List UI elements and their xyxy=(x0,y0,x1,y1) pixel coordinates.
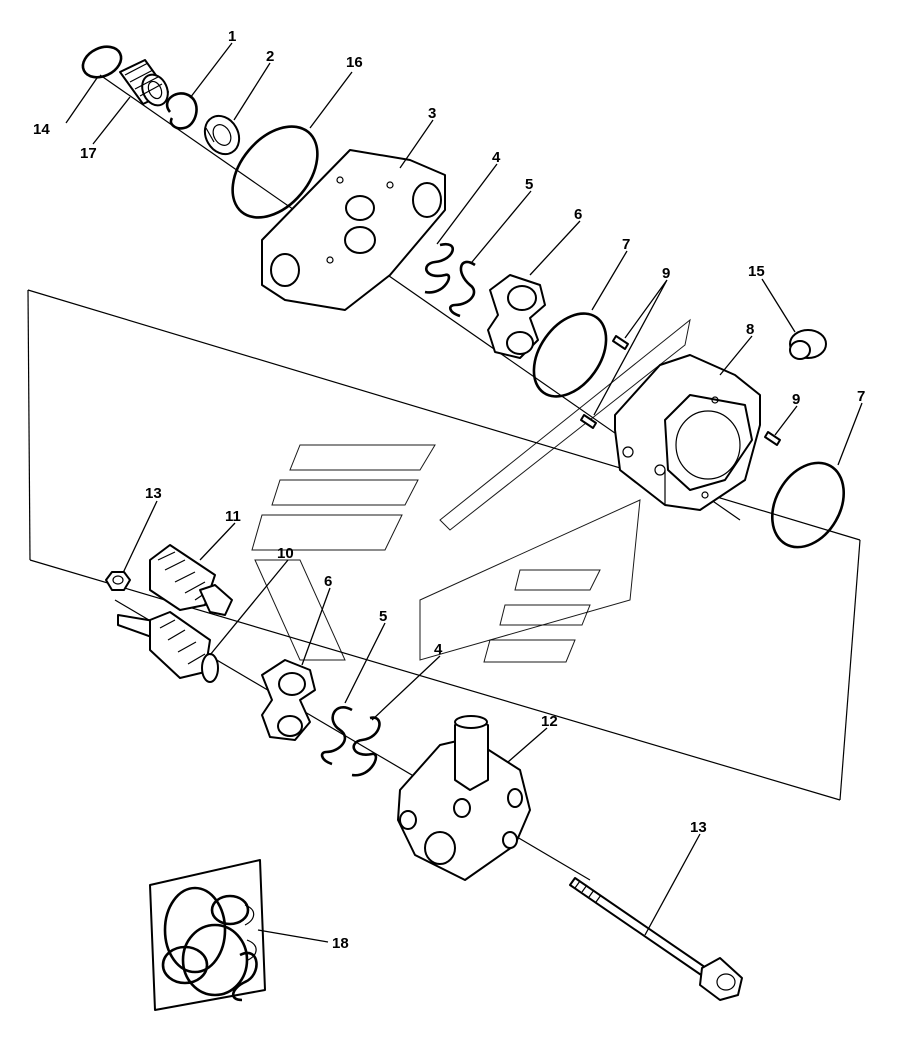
rear-cover-part-12 xyxy=(397,715,531,881)
spring-part-4-lower xyxy=(351,716,381,777)
callout-2: 2 xyxy=(266,48,274,65)
o-ring-part-7-upper xyxy=(532,312,608,398)
callout-6-lower: 6 xyxy=(324,573,332,590)
callout-labels: 1 2 16 3 4 5 6 7 9 15 8 9 7 14 17 13 11 … xyxy=(33,28,865,952)
gear-shaft-part-11 xyxy=(149,544,233,616)
callout-13-right: 13 xyxy=(690,819,707,836)
callout-17: 17 xyxy=(80,145,97,162)
seal-part-2 xyxy=(203,114,241,156)
callout-12: 12 xyxy=(541,713,558,730)
o-ring-part-7-right xyxy=(771,461,845,549)
snap-ring-part-1 xyxy=(165,92,198,130)
callout-16: 16 xyxy=(346,54,363,71)
callout-15: 15 xyxy=(748,263,765,280)
nut-part-13-left xyxy=(105,571,131,591)
dowel-pin-part-9-a xyxy=(612,335,629,350)
callout-13-left: 13 xyxy=(145,485,162,502)
callout-10: 10 xyxy=(277,545,294,562)
leader-lines xyxy=(65,42,863,943)
callout-18: 18 xyxy=(332,935,349,952)
callout-9-right: 9 xyxy=(792,391,800,408)
callout-3: 3 xyxy=(428,105,436,122)
o-ring-part-16 xyxy=(231,125,319,219)
gear-shaft-part-10 xyxy=(117,611,219,683)
callout-4-lower: 4 xyxy=(434,641,443,658)
nut-part-15 xyxy=(789,329,827,360)
callout-7-right: 7 xyxy=(857,388,865,405)
callout-6-upper: 6 xyxy=(574,206,582,223)
bushing-part-6-upper xyxy=(487,274,546,359)
clip-part-5-lower xyxy=(320,706,353,766)
bolt-part-13-right xyxy=(569,877,743,1001)
callout-5-lower: 5 xyxy=(379,608,387,625)
callout-14: 14 xyxy=(33,121,50,138)
callout-4-upper: 4 xyxy=(492,149,501,166)
spring-part-4-upper xyxy=(424,242,454,294)
dowel-pin-part-9-b xyxy=(580,414,597,429)
callout-8: 8 xyxy=(746,321,754,338)
bushing-part-6-lower xyxy=(261,659,316,741)
dowel-pin-part-9-c xyxy=(764,431,781,446)
watermark-logo xyxy=(251,318,691,663)
callout-9-upper: 9 xyxy=(662,265,670,282)
gear-housing-part-8 xyxy=(614,354,761,511)
callout-5-upper: 5 xyxy=(525,176,533,193)
callout-11: 11 xyxy=(225,508,241,525)
callout-1: 1 xyxy=(228,28,236,45)
clip-part-5-upper xyxy=(449,260,476,318)
callout-7-upper: 7 xyxy=(622,236,630,253)
seal-kit-part-18 xyxy=(149,859,266,1011)
o-ring-part-14 xyxy=(81,45,123,79)
flange-cover-part-3 xyxy=(261,149,446,311)
needle-bearing-part-17 xyxy=(119,59,169,107)
